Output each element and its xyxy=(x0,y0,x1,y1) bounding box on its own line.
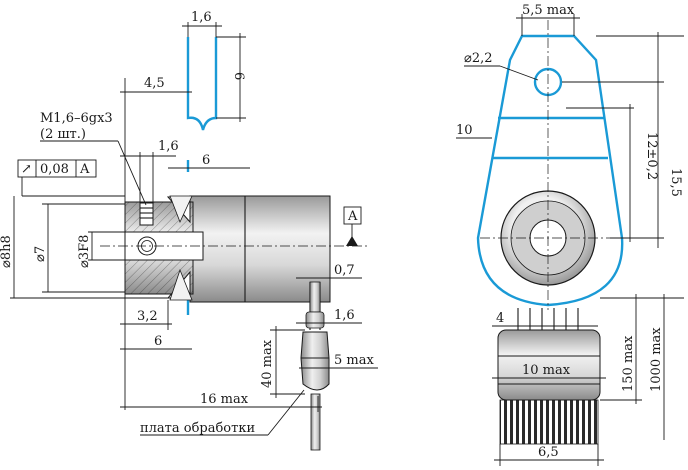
dim-150: 150 max xyxy=(621,335,636,392)
tolerance-datum: A xyxy=(79,162,90,177)
dim-15: 15,5 xyxy=(668,168,683,197)
datum-label: A xyxy=(347,209,358,224)
dim-hub: 6 xyxy=(154,334,162,349)
board-label: плата обработки xyxy=(140,421,255,436)
thread-spec: M1,6–6gx3 xyxy=(40,111,113,126)
dim-thread-step: 1,6 xyxy=(158,139,179,154)
dim-outer-dia: ⌀8h8 xyxy=(0,235,14,268)
dim-top-height: 6 xyxy=(231,72,246,80)
tolerance-symbol: ↗ xyxy=(21,162,32,177)
dim-bore: ⌀3F8 xyxy=(77,235,92,268)
dim-body-dia: ⌀7 xyxy=(33,246,48,262)
tolerance-value: 0,08 xyxy=(40,162,69,177)
dim-board-w: 5 max xyxy=(334,353,374,368)
dim-12: 12±0,2 xyxy=(644,132,659,180)
encoder-body xyxy=(189,195,331,303)
thread-count: (2 шт.) xyxy=(40,127,86,142)
dim-cable: 10 max xyxy=(522,363,571,378)
dim-wire-step: 1,6 xyxy=(334,308,355,323)
dim-10: 10 xyxy=(456,123,473,138)
dim-total: 16 max xyxy=(200,392,249,407)
processing-board xyxy=(300,331,330,391)
dim-bottom: 6,5 xyxy=(538,445,559,460)
left-view: 1,6 6 4,5 M1,6–6gx3 (2 шт.) 1,6 6 ↗ 0,08… xyxy=(0,10,378,451)
dim-4: 4 xyxy=(496,311,504,326)
dim-hub-length: 6 xyxy=(202,153,210,168)
dim-step: 3,2 xyxy=(137,309,158,324)
dim-shaft: 0,7 xyxy=(334,263,355,278)
wire-stub xyxy=(309,281,321,313)
dim-top-width: 1,6 xyxy=(191,10,212,25)
connector-ribs xyxy=(499,399,599,445)
dim-top: 5,5 max xyxy=(522,3,575,18)
flange-outline xyxy=(186,37,218,131)
right-view: 5,5 max ⌀2,2 10 12±0,2 15,5 4 150 max 10… xyxy=(456,3,684,466)
wire-bundle xyxy=(517,308,579,330)
dim-offset: 4,5 xyxy=(144,76,165,91)
tolerance-frame: ↗ 0,08 A xyxy=(17,159,125,197)
dim-board-len: 40 max xyxy=(260,339,275,388)
dim-1000: 1000 max xyxy=(649,327,664,392)
dim-hole: ⌀2,2 xyxy=(464,51,493,66)
